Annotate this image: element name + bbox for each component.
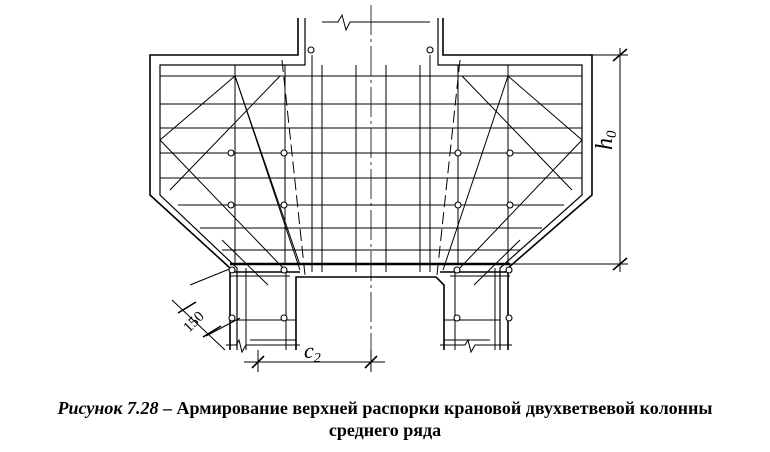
d150-label: 150 xyxy=(181,309,208,336)
rebar-section xyxy=(280,149,288,157)
reinforcement-drawing: h0 c2 150 xyxy=(149,5,628,372)
break-line-top xyxy=(322,13,430,32)
rebar-section xyxy=(506,201,514,209)
leg-diagonal-left xyxy=(221,239,269,286)
h0-tick-bottom xyxy=(612,257,628,271)
rebar-section xyxy=(454,149,462,157)
rebar-section xyxy=(506,149,514,157)
caption-line-1: Рисунок 7.28 – Армирование верхней распо… xyxy=(0,397,770,419)
rebar-section xyxy=(228,266,236,274)
caption-label: Рисунок 7.28 xyxy=(57,398,159,418)
diagonal-bar-right xyxy=(442,75,583,271)
rebar-section xyxy=(280,201,288,209)
cage-outline xyxy=(159,18,583,350)
rebar-section xyxy=(426,46,434,54)
rebar-section xyxy=(505,266,513,274)
h0-label: h0 xyxy=(592,130,620,150)
caption-dash: – xyxy=(158,398,177,418)
diagonal-bar-left-3 xyxy=(234,75,301,266)
break-line-bottom-left xyxy=(226,338,300,354)
rebar-section xyxy=(307,46,315,54)
c2-label: c2 xyxy=(304,338,321,366)
d150-tick-2 xyxy=(202,325,222,338)
break-line-bottom-right xyxy=(440,338,512,354)
c2-tick-left xyxy=(251,355,265,369)
c2-tick-right xyxy=(364,355,378,369)
rebar-section xyxy=(228,314,236,322)
rebar-section xyxy=(227,201,235,209)
caption-text-1: Армирование верхней распорки крановой дв… xyxy=(176,398,713,418)
dashed-bar-left xyxy=(281,59,306,276)
d150-extension-2 xyxy=(205,317,241,337)
diagonal-bar-left-2 xyxy=(169,75,281,191)
rebar-section xyxy=(227,149,235,157)
d150-extension-1 xyxy=(189,267,233,286)
d150-tick-1 xyxy=(177,301,197,314)
d150-dimension-line xyxy=(171,299,226,351)
dashed-bar-right xyxy=(436,59,461,276)
diagonal-bar-right-2 xyxy=(461,75,573,191)
rebar-section xyxy=(280,266,288,274)
leg-diagonal-right xyxy=(473,239,521,286)
rebar-section xyxy=(280,314,288,322)
h0-tick-top xyxy=(612,48,628,62)
rebar-section xyxy=(453,266,461,274)
concrete-outline xyxy=(149,18,593,350)
caption-line-2: среднего ряда xyxy=(328,420,442,440)
diagonal-bar-right-4 xyxy=(457,139,583,271)
diagonal-bar-left-4 xyxy=(159,139,286,271)
rebar-section xyxy=(453,314,461,322)
diagonal-bar-left xyxy=(159,75,301,271)
rebar-section xyxy=(454,201,462,209)
figure-caption: Рисунок 7.28 – Армирование верхней распо… xyxy=(0,397,770,441)
rebar-section xyxy=(505,314,513,322)
